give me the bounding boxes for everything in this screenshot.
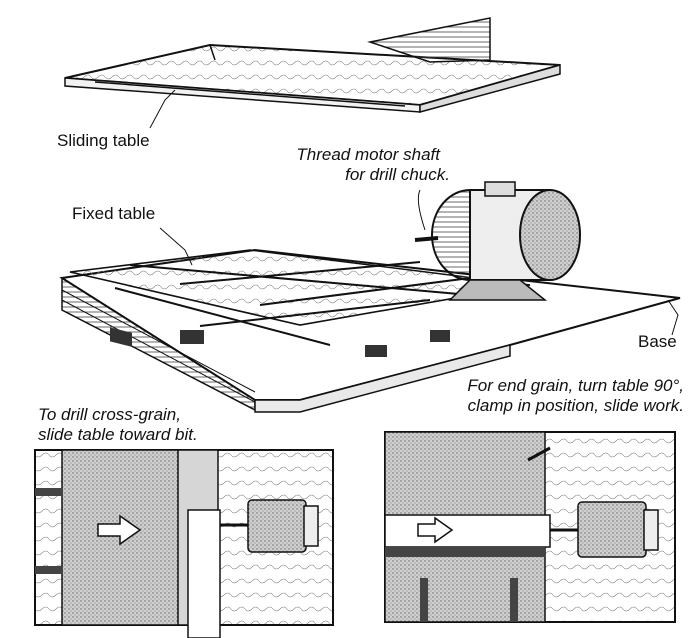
end-grain-label-line2: clamp in position, slide work. (467, 396, 684, 415)
sliding-table-label: Sliding table (57, 131, 150, 150)
cross-grain-label-line2: slide table toward bit. (38, 425, 198, 444)
end-grain-plan-view (384, 431, 676, 623)
end-grain-label-line1: For end grain, turn table 90°, (467, 376, 684, 395)
cross-grain-plan-view (34, 449, 334, 638)
sliding-table-illustration (64, 17, 561, 129)
cross-grain-label-line1: To drill cross-grain, (38, 405, 181, 424)
motor-illustration (414, 181, 581, 301)
thread-motor-label-line2: for drill chuck. (345, 165, 450, 184)
base-label: Base (638, 332, 677, 351)
fixed-table-label: Fixed table (72, 204, 156, 223)
thread-motor-label-line1: Thread motor shaft (296, 145, 440, 164)
